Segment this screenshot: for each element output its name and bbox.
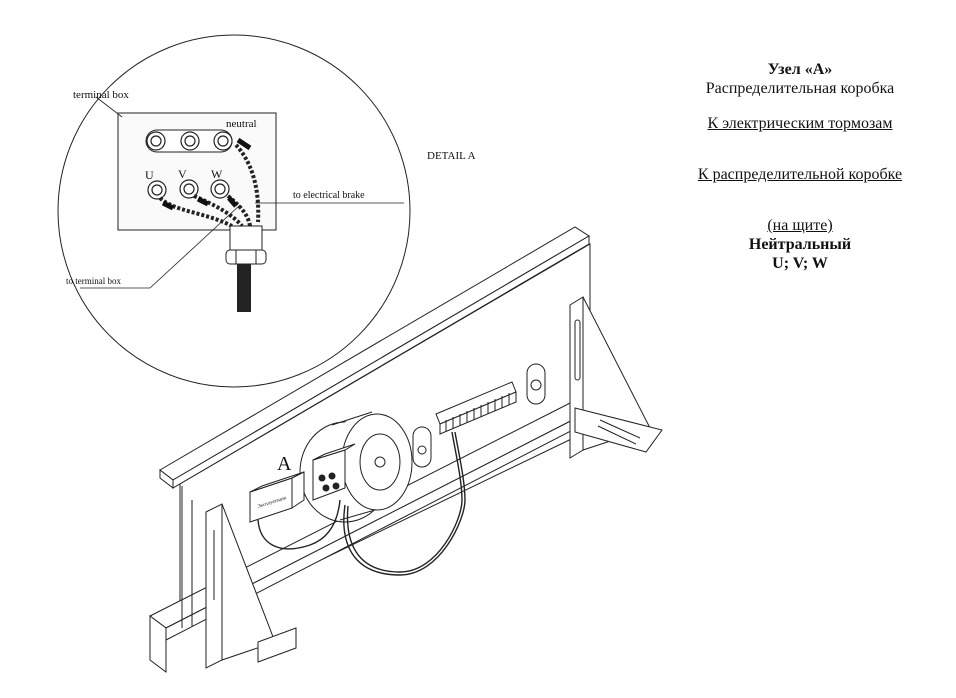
right-bracket [569,296,663,459]
terminal-strip [435,381,517,435]
mounting-beam [149,226,598,673]
to-terminal-box-label: to terminal box [66,276,121,286]
beam-cables [257,431,466,576]
terminal-box-label: terminal box [73,89,129,101]
legend-on-panel: (на щите) [767,217,833,234]
legend-to-distribution-box: К распределительной коробке [697,166,903,183]
left-bracket [205,503,297,669]
phase-terminals [147,179,230,200]
legend-electrical-brakes: К электрическим тормозам [707,115,893,132]
mounting-plates [412,363,546,468]
motor-terminal-box: A [277,443,356,501]
legend-subtitle: Распределительная коробка [705,80,895,97]
detail-a-view: terminal box neutral U V W to electrical… [57,34,411,388]
distribution-box: Эксплуатация [249,471,305,523]
detail-a-label: DETAIL A [427,150,476,162]
legend-phases: U; V; W [772,255,828,272]
legend-title: Узел «А» [767,61,833,78]
neutral-terminal-bar [145,129,233,153]
legend-panel: Узел «А» Распределительная коробка К эле… [640,60,956,273]
cable-gland [225,225,267,312]
v-label: V [178,167,187,181]
callout-a-label: A [277,453,292,475]
legend-neutral: Нейтральный [748,236,852,253]
detail-wires [158,137,261,228]
u-label: U [145,168,154,182]
neutral-label: neutral [226,118,257,130]
to-electrical-brake-label: to electrical brake [293,190,365,201]
w-label: W [211,167,223,181]
